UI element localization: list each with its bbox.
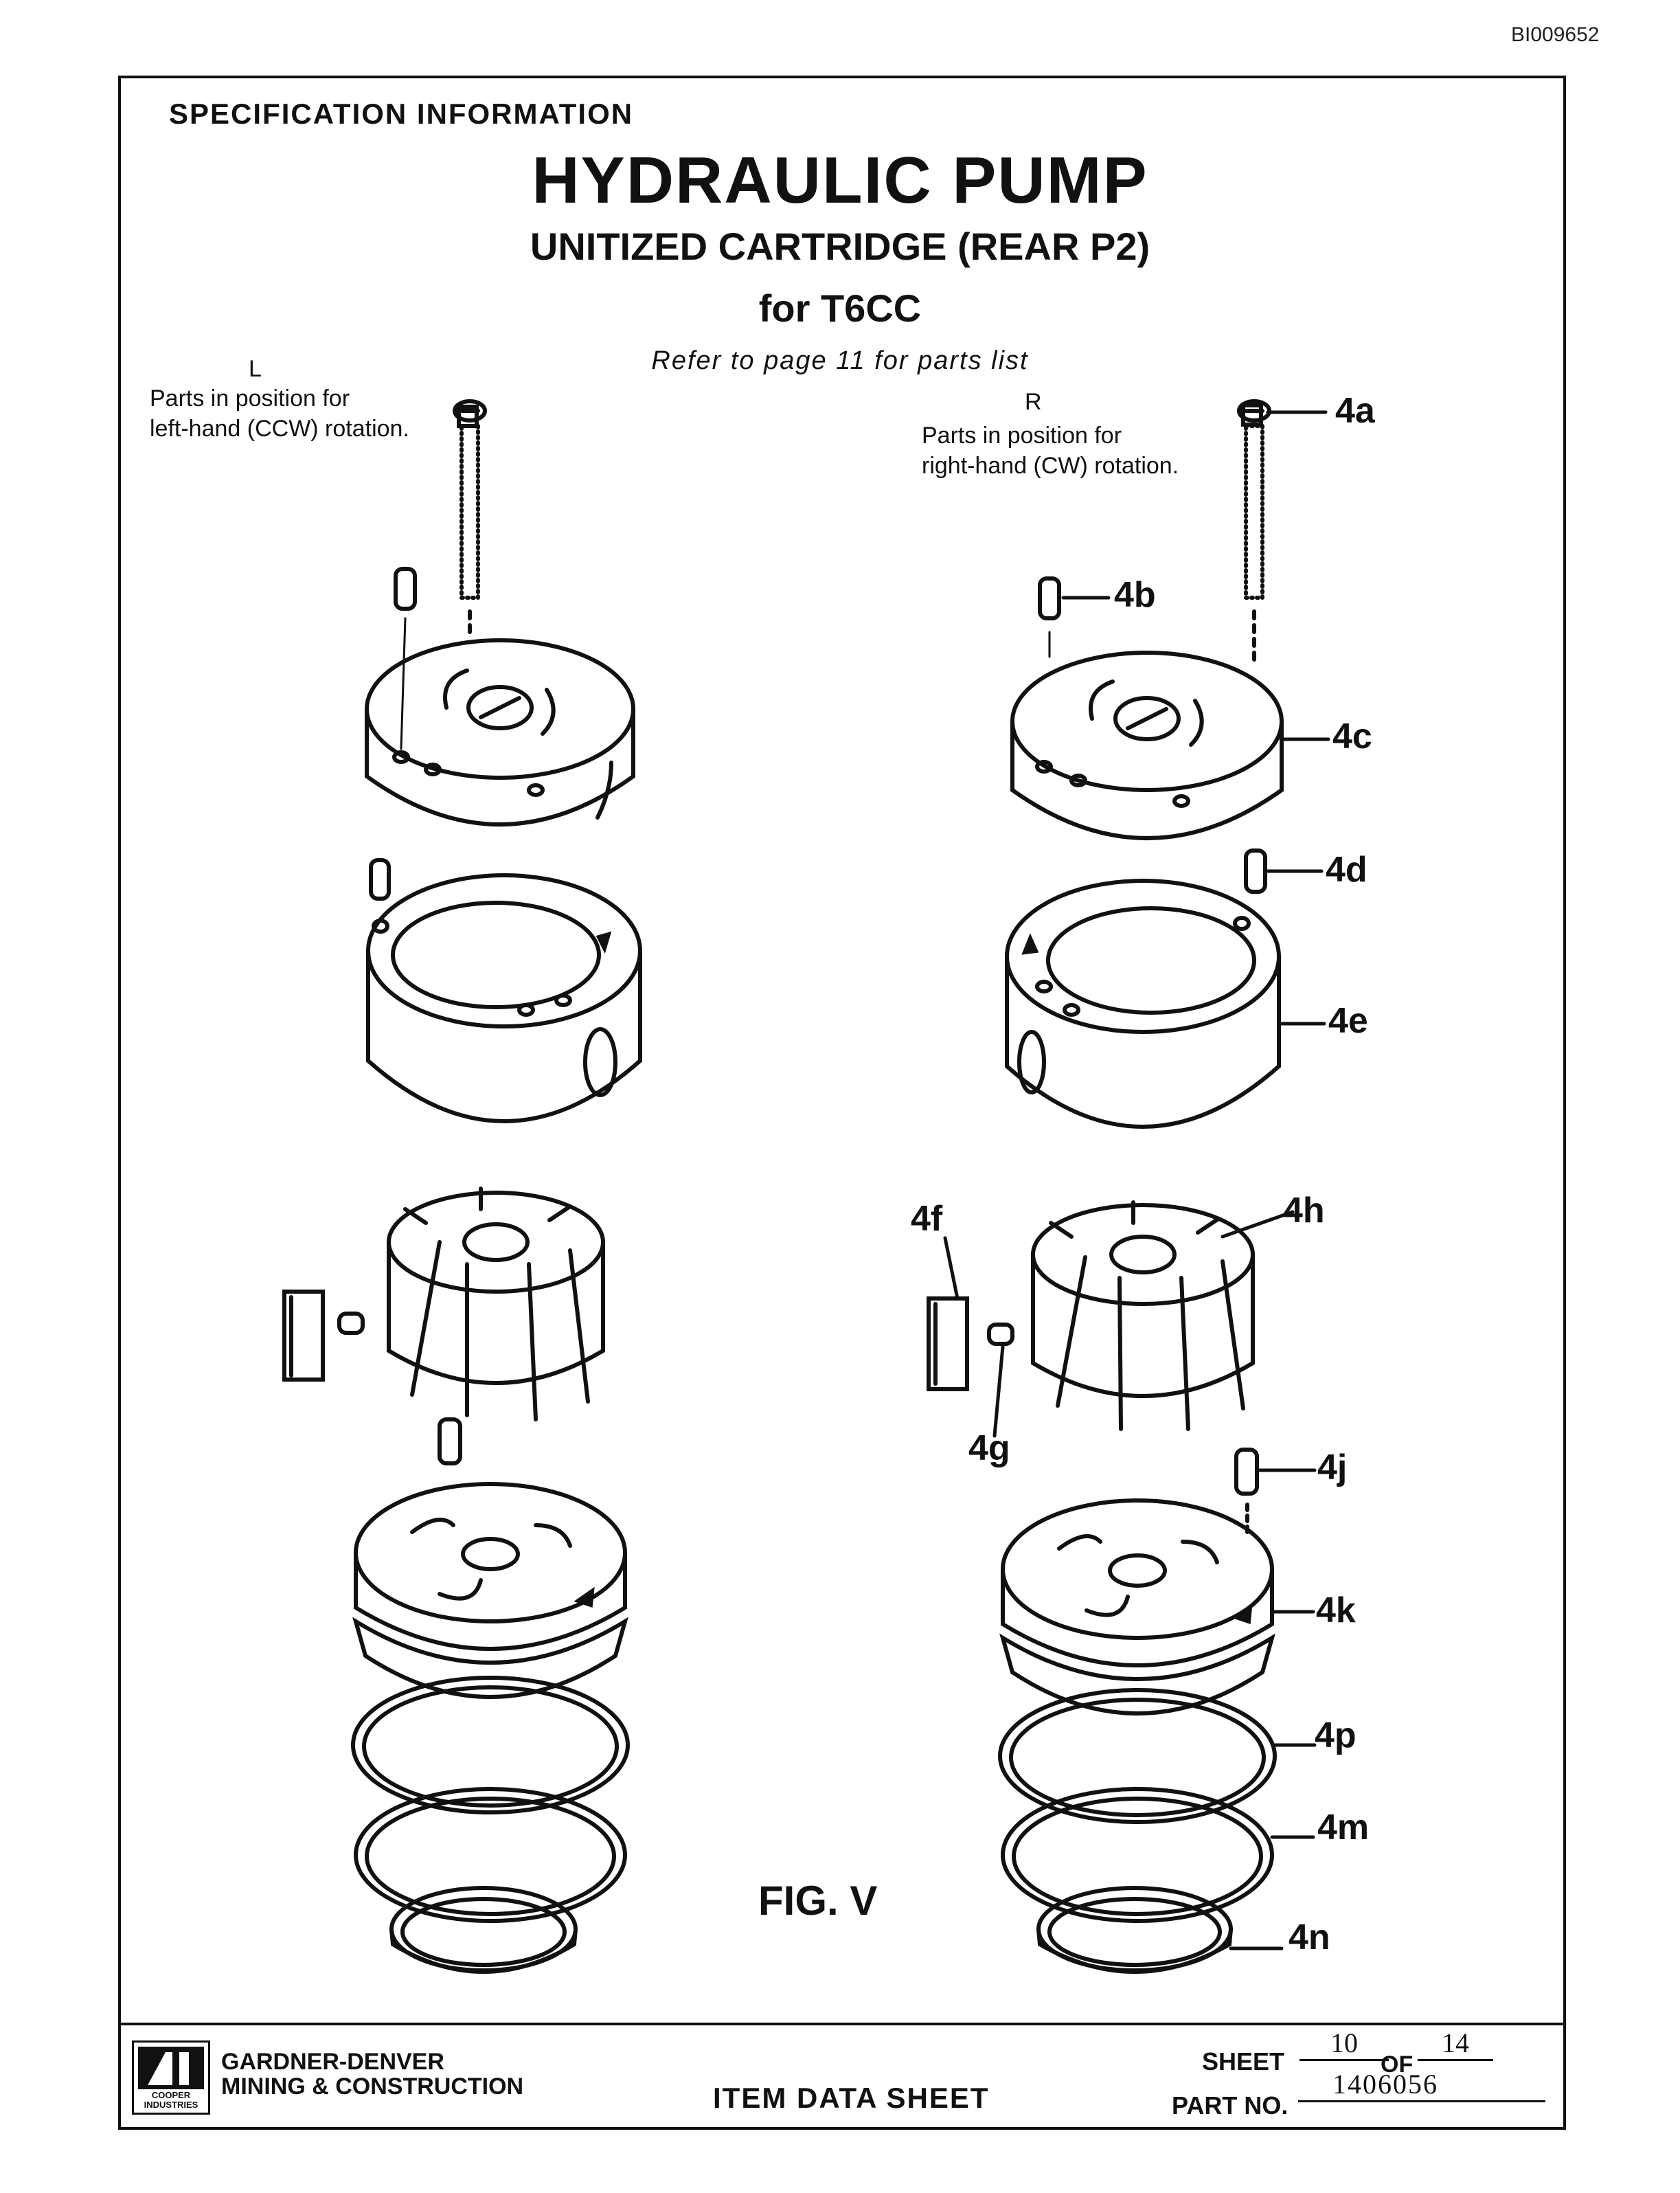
right-tag: R [1025,389,1042,415]
logo-mark-icon [138,2047,204,2089]
left-vane-pin [337,1312,365,1335]
left-pin-ring [369,858,391,901]
label-4m: 4m [1317,1808,1370,1847]
left-dowel-pin [438,1417,462,1465]
right-end-cap [1010,651,1284,840]
label-4d: 4d [1326,850,1367,890]
item-data-sheet-label: ITEM DATA SHEET [713,2082,990,2114]
right-pin-top [1038,576,1061,658]
right-caption-line-1: Parts in position for [922,423,1122,449]
right-dowel-pin [1234,1448,1259,1534]
company-name-line-2: MINING & CONSTRUCTION [221,2073,524,2100]
model-line: for T6CC [758,286,922,330]
right-seal-body [999,1633,1275,1716]
company-name-line-1: GARDNER-DENVER [221,2049,444,2075]
label-4c: 4c [1332,717,1372,756]
left-o-ring-lower [354,1787,627,1923]
left-vane [282,1290,325,1382]
spec-heading: SPECIFICATION INFORMATION [169,98,634,130]
right-cam-ring [1005,879,1281,1129]
right-rotor [1031,1200,1255,1431]
label-4f: 4f [911,1199,943,1239]
logo-text: COOPER INDUSTRIES [144,2090,198,2110]
left-bottom-seal [389,1886,578,1974]
right-o-ring-upper [998,1688,1277,1824]
right-o-ring-lower [1001,1787,1274,1923]
left-caption-line-1: Parts in position for [150,385,350,412]
left-o-ring-upper [351,1676,630,1814]
left-port-plate [354,1482,627,1651]
left-seal-body [352,1617,628,1699]
left-screw [453,399,487,641]
sheet-total: 14 [1418,2027,1493,2061]
right-caption-line-2: right-hand (CW) rotation. [922,453,1179,479]
label-4g: 4g [968,1428,1010,1468]
label-4b: 4b [1114,575,1156,615]
footer-divider [121,2023,1563,2025]
figure-label: FIG. V [758,1878,878,1924]
leader-lines [943,410,1330,1950]
of-label: OF [1381,2051,1414,2078]
left-caption-line-2: left-hand (CCW) rotation. [150,416,409,442]
left-tag: L [249,356,262,382]
right-vane-pin [987,1323,1014,1346]
right-pin-ring [1244,848,1267,894]
right-vane [927,1296,969,1391]
left-rotor [387,1187,605,1421]
page-frame [118,76,1566,2130]
sheet-number: 10 [1299,2027,1389,2061]
part-number-label: PART NO. [1172,2091,1289,2119]
label-4j: 4j [1317,1448,1348,1487]
refer-note: Refer to page 11 for parts list [651,346,1029,375]
page-subtitle: UNITIZED CARTRIDGE (REAR P2) [530,225,1150,268]
right-port-plate [1001,1498,1274,1667]
part-number: 1406056 [1298,2068,1545,2102]
label-4k: 4k [1316,1590,1356,1630]
page-title: HYDRAULIC PUMP [532,144,1148,217]
right-bottom-seal [1036,1886,1233,1974]
label-4n: 4n [1289,1918,1330,1957]
label-4a: 4a [1335,391,1375,431]
gardner-denver-logo: COOPER INDUSTRIES [132,2040,210,2115]
document-id: BI009652 [1511,23,1600,46]
label-4p: 4p [1315,1716,1357,1755]
left-pin-top [394,567,417,750]
left-cam-ring [366,873,642,1123]
label-4h: 4h [1283,1191,1325,1230]
sheet-label: SHEET [1202,2047,1285,2076]
label-4e: 4e [1328,1001,1368,1041]
left-end-cap [365,638,635,826]
right-screw [1237,399,1271,668]
